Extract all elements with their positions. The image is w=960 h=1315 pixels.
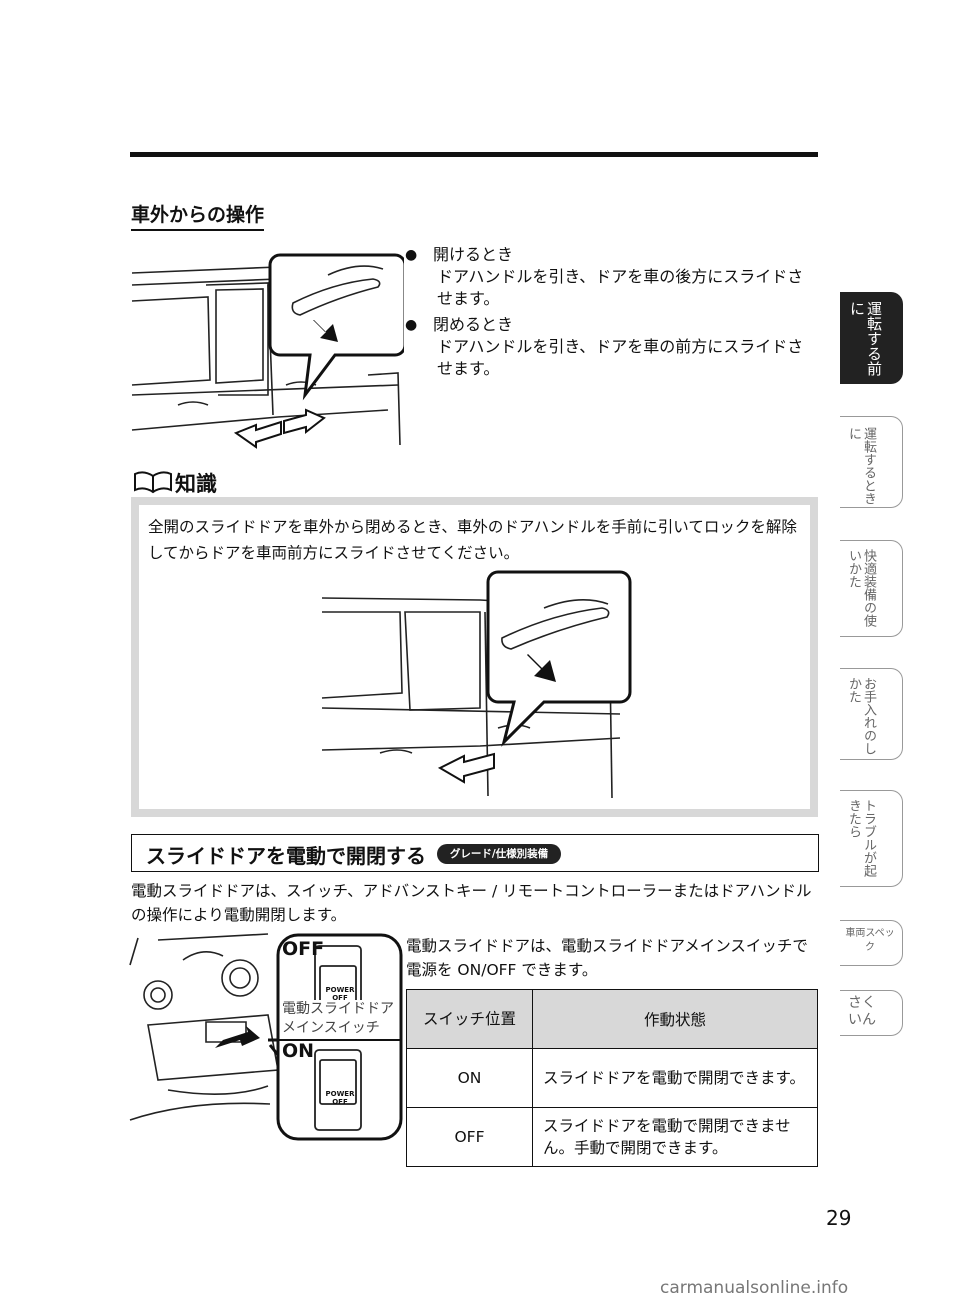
tab-label: 運転するときに: [846, 427, 876, 505]
tab-index[interactable]: さくいん: [840, 990, 903, 1036]
cell-state: スライドドアを電動で開閉できません。手動で開閉できます。: [532, 1107, 818, 1167]
tab-before-driving[interactable]: 運転する前に: [840, 292, 903, 384]
on-switch-off-text: OFF: [332, 1098, 348, 1106]
tab-comfort-equipment[interactable]: 快適装備の使いかた: [840, 540, 903, 637]
section2-title: スライドドアを電動で開閉する: [146, 844, 426, 868]
off-switch-off-text: OFF: [332, 994, 348, 1002]
tab-label: 車両スペック: [845, 928, 895, 953]
tab-vehicle-spec[interactable]: 車両スペック: [840, 920, 903, 966]
bullet-open: ● 開けるとき ドアハンドルを引き、ドアを車の後方にスライドさせます。: [405, 244, 818, 310]
book-icon: [134, 471, 172, 494]
switch-table: スイッチ位置 作動状態 ON スライドドアを電動で開閉できます。 OFF スライ…: [406, 989, 818, 1167]
door-handle-figure-1: [131, 253, 404, 449]
page-number: 29: [826, 1206, 852, 1230]
bullet-dot: ●: [405, 247, 418, 263]
knowledge-text: 全開のスライドドアを車外から閉めるとき、車外のドアハンドルを手前に引いてロックを…: [148, 518, 797, 562]
tab-label: お手入れのしかた: [846, 677, 876, 755]
off-label: OFF: [282, 938, 325, 960]
bullet-open-head: 開けるとき: [433, 245, 514, 264]
on-label: ON: [282, 1040, 315, 1062]
section-title: 車外からの操作: [131, 200, 265, 231]
bullet-close-body: ドアハンドルを引き、ドアを車の前方にスライドさせます。: [437, 337, 804, 378]
col-header-state: 作動状態: [532, 989, 818, 1049]
section2-header: スライドドアを電動で開閉する グレード/仕様別装備: [131, 834, 819, 872]
section2-description: 電動スライドドアは、スイッチ、アドバンストキー / リモートコントローラーまたは…: [131, 882, 812, 924]
tab-label: さくいん: [848, 995, 876, 1028]
door-handle-figure-2: [321, 570, 632, 799]
knowledge-title: 知識: [175, 472, 217, 496]
switch-description: 電動スライドドアは、電動スライドドアメインスイッチで電源を ON/OFF できま…: [406, 937, 808, 979]
bullet-close-head: 閉めるとき: [433, 315, 514, 334]
tab-label: 快適装備の使いかた: [846, 549, 876, 627]
col-header-position: スイッチ位置: [406, 989, 533, 1049]
table-row: ON スライドドアを電動で開閉できます。: [406, 1048, 818, 1108]
table-row: OFF スライドドアを電動で開閉できません。手動で開閉できます。: [406, 1107, 818, 1167]
tab-maintenance[interactable]: お手入れのしかた: [840, 668, 903, 760]
grade-badge: グレード/仕様別装備: [437, 844, 561, 864]
tab-label: トラブルが起きたら: [846, 799, 876, 877]
off-switch-power-text: POWER: [325, 986, 355, 994]
tab-while-driving[interactable]: 運転するときに: [840, 416, 903, 508]
watermark: carmanualsonline.info: [660, 1278, 849, 1298]
top-rule: [130, 152, 818, 157]
cell-state: スライドドアを電動で開閉できます。: [532, 1048, 818, 1108]
tab-label: 運転する前に: [848, 301, 883, 376]
cell-position: OFF: [406, 1107, 533, 1167]
on-switch-power-text: POWER: [325, 1090, 355, 1098]
main-switch-label: 電動スライドドアメインスイッチ: [282, 1000, 398, 1038]
bullet-open-body: ドアハンドルを引き、ドアを車の後方にスライドさせます。: [437, 267, 804, 308]
bullet-dot: ●: [405, 317, 418, 333]
cell-position: ON: [406, 1048, 533, 1108]
bullet-close: ● 閉めるとき ドアハンドルを引き、ドアを車の前方にスライドさせます。: [405, 314, 818, 380]
tab-troubles[interactable]: トラブルが起きたら: [840, 790, 903, 887]
